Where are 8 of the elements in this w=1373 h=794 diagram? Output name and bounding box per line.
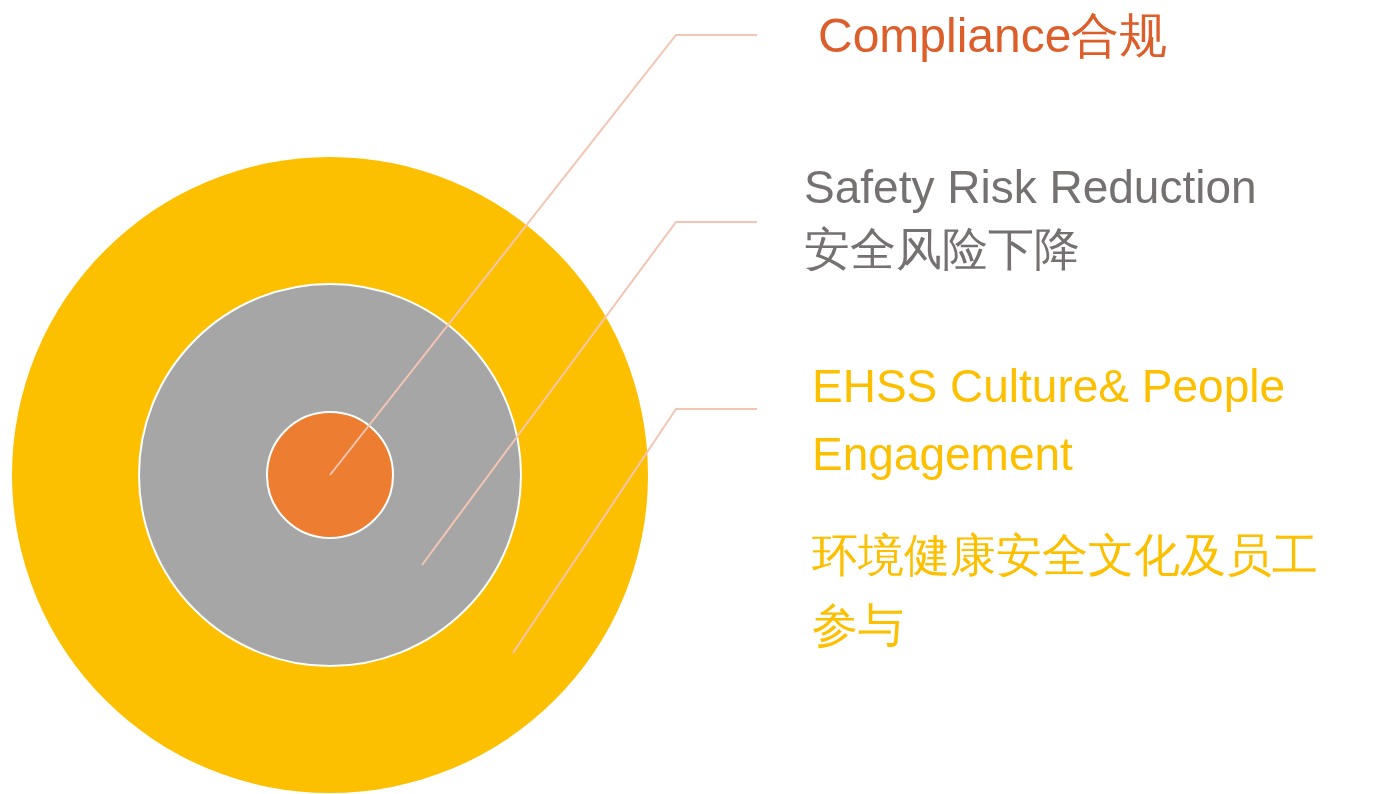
label-text: EHSS Culture& People Engagement (812, 359, 1287, 482)
leader-line (329, 34, 758, 476)
label-text: 环境健康安全文化及员工参与 (812, 528, 1319, 653)
label-text: Compliance合规 (818, 8, 1168, 64)
label-text: Safety Risk Reduction (804, 160, 1257, 215)
label-text: 安全风险下降 (804, 222, 1081, 277)
leader-line (421, 221, 758, 566)
leader-line (512, 408, 758, 654)
